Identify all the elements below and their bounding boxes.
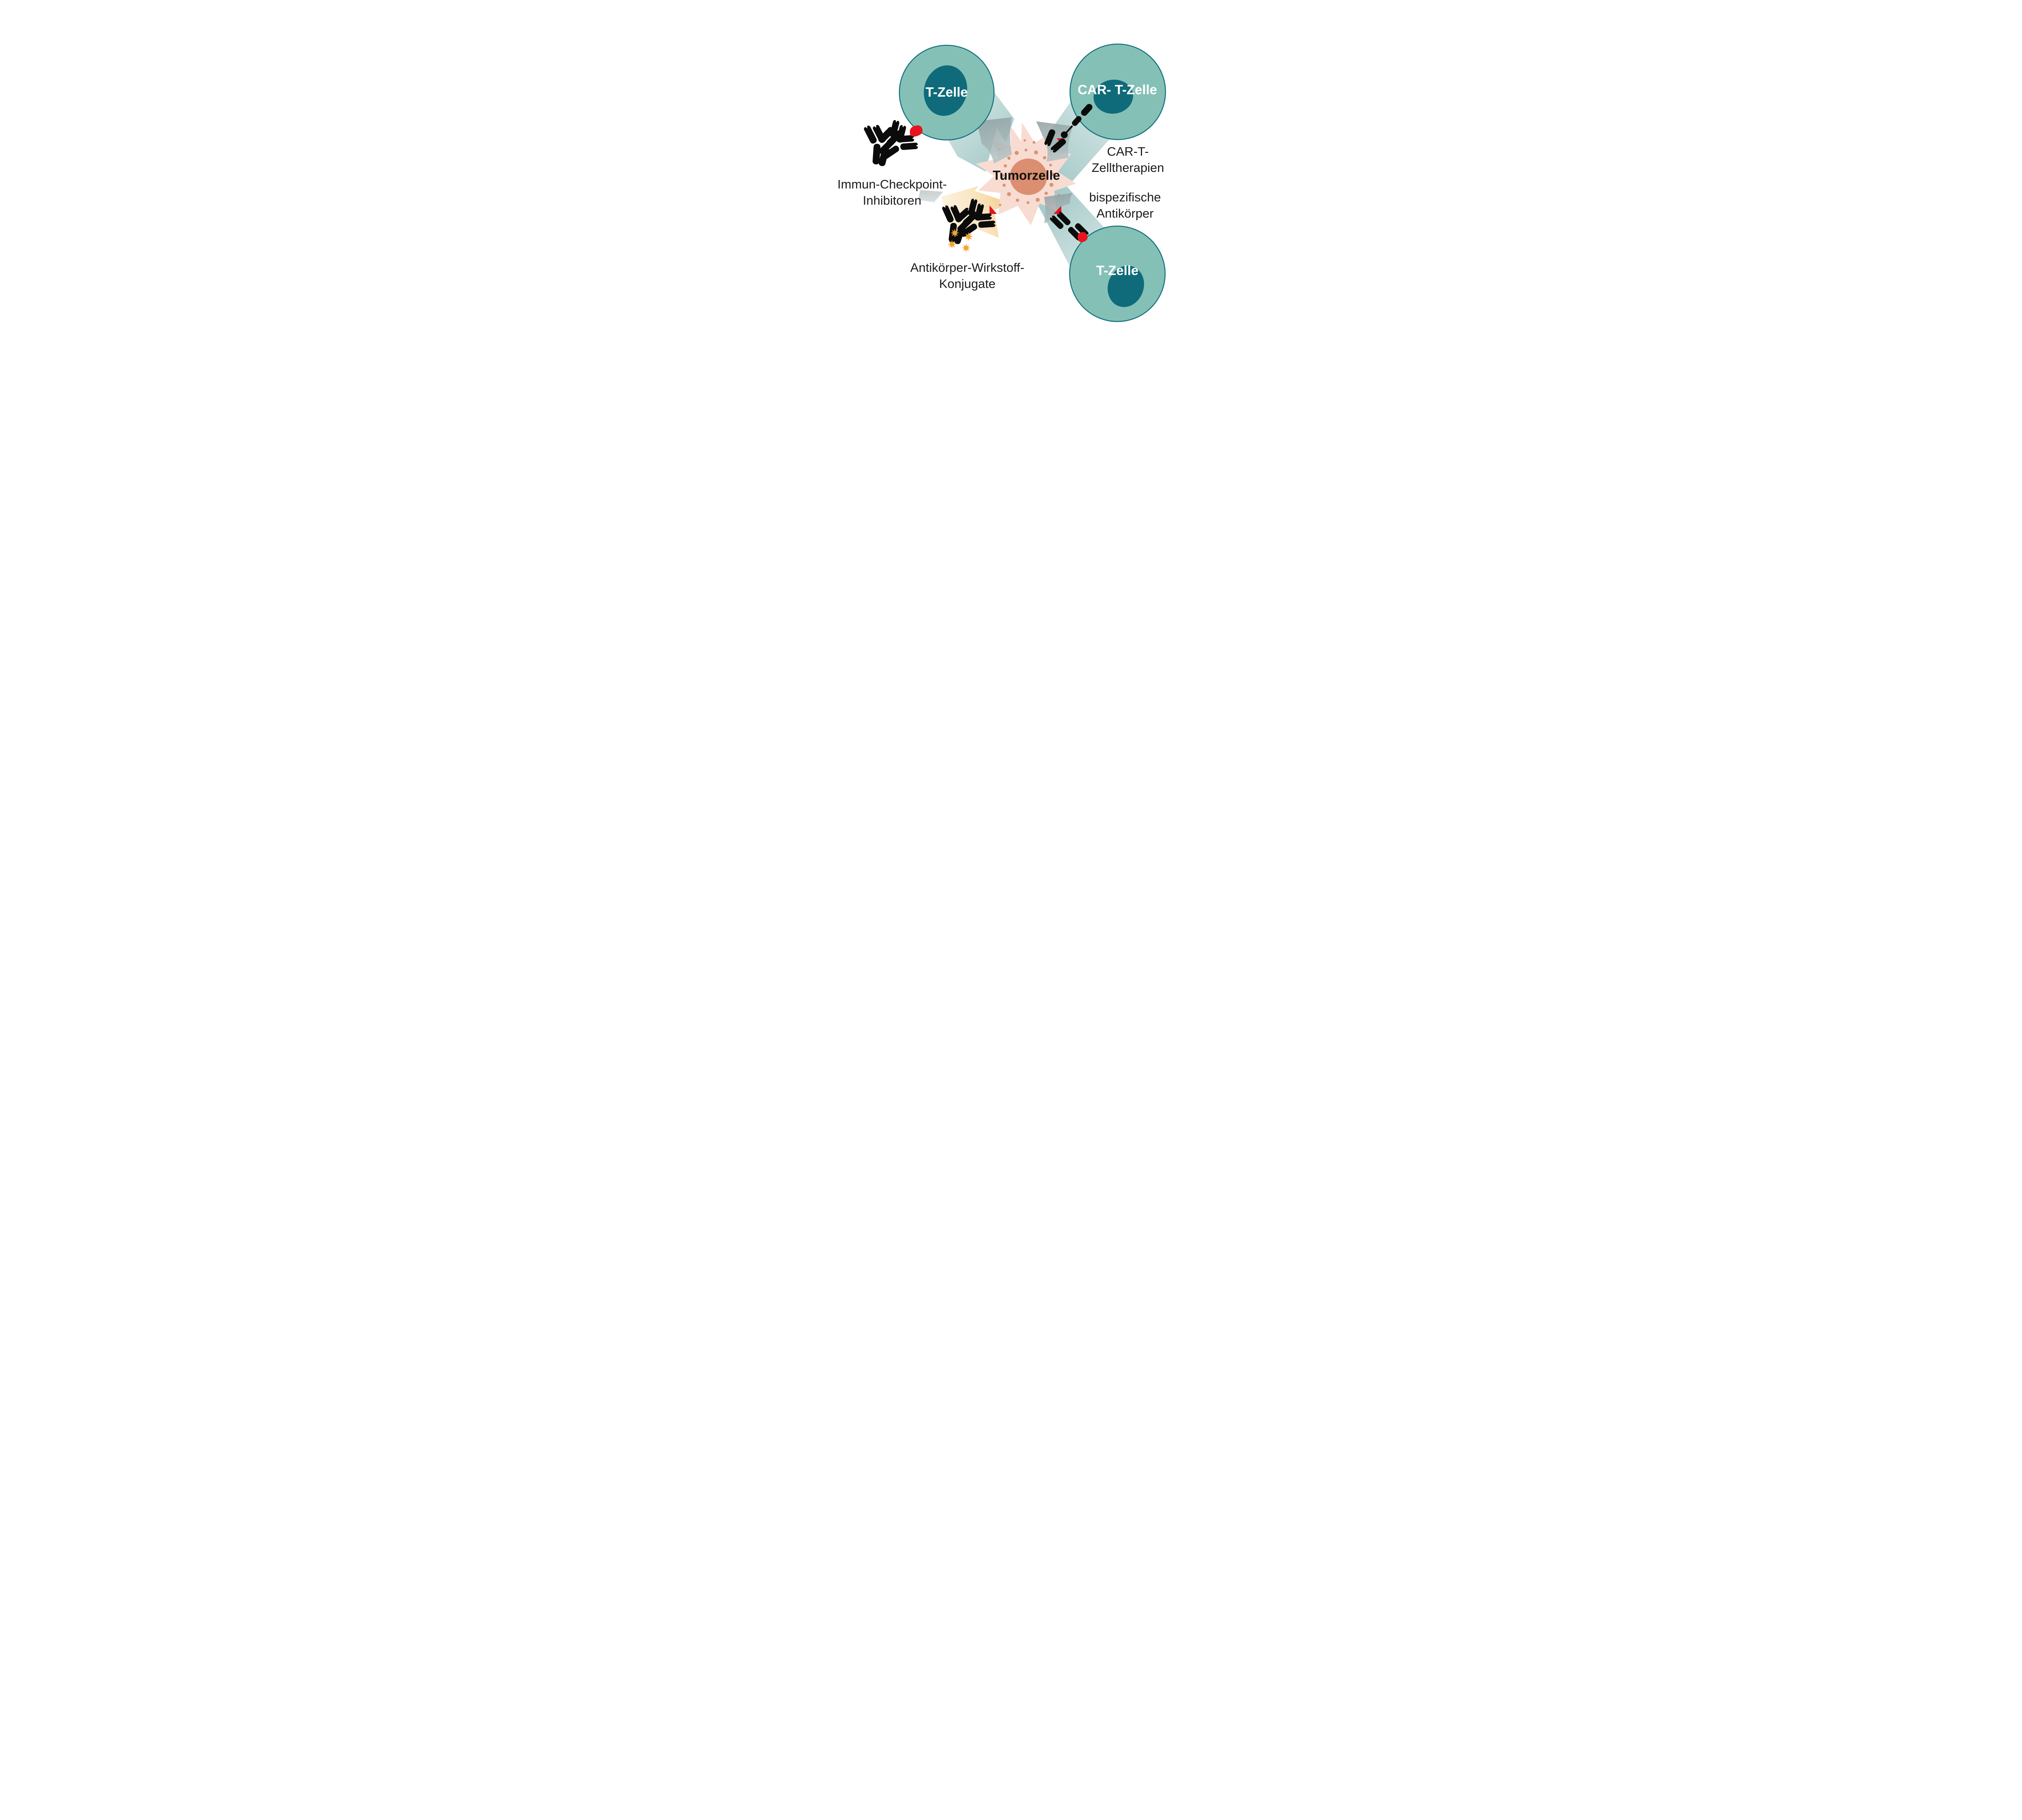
tumor-cell-label: Tumorzelle	[992, 168, 1060, 183]
car-t-therapy-label: CAR-T- Zelltherapien	[1091, 144, 1164, 176]
t-cell-top-left	[899, 44, 995, 141]
drug-star-icon	[962, 243, 971, 252]
diagram-art	[694, 43, 1166, 322]
adc-label: Antikörper-Wirkstoff- Konjugate	[910, 260, 1024, 292]
nucleus	[1107, 265, 1144, 307]
car-t-cell-label-line1: CAR-	[1077, 82, 1111, 97]
car-t-cell-label: CAR- T-Zelle	[1078, 82, 1157, 98]
checkpoint-label-line1: Immun-Checkpoint-	[837, 177, 947, 191]
attack-arrow-icon	[976, 117, 1012, 163]
t-cell-top-left-label: T-Zelle	[925, 85, 968, 99]
attack-arrow-icon	[918, 190, 943, 202]
checkpoint-inhibitor-label: Immun-Checkpoint- Inhibitoren	[838, 176, 947, 209]
checkpoint-label-line2: Inhibitoren	[863, 193, 922, 207]
car-t-therapy-label-line1: CAR-T-	[1107, 144, 1149, 159]
receptor-triangle-icon	[990, 205, 997, 214]
receptor-cone-icon	[909, 125, 923, 137]
bispecific-antibody-label: bispezifische Antikörper	[1089, 189, 1161, 222]
nucleus	[1093, 79, 1133, 114]
diagram-canvas: T-Zelle CAR- T-Zelle T-Zelle Tumorzelle …	[694, 0, 1328, 357]
attack-arrow-icon	[1044, 193, 1072, 223]
car-t-cell-label-line2: T-Zelle	[1115, 82, 1157, 97]
tumor-nucleus	[1010, 159, 1047, 195]
car-t-therapy-label-line2: Zelltherapien	[1091, 161, 1164, 175]
drug-star-icon	[964, 232, 973, 241]
adc-label-line1: Antikörper-Wirkstoff-	[910, 260, 1024, 275]
bispecific-label-line1: bispezifische	[1089, 190, 1161, 204]
drug-star-icon	[948, 240, 956, 249]
adc-label-line2: Konjugate	[939, 277, 996, 291]
receptor-triangle-icon	[1053, 206, 1062, 214]
t-cell-bottom-right	[1069, 225, 1166, 322]
car-receptor-icon	[1044, 104, 1093, 154]
nucleus	[924, 65, 967, 116]
drug-star-icon	[950, 229, 959, 237]
t-cell-bottom-right-label: T-Zelle	[1096, 263, 1139, 278]
bispecific-label-line2: Antikörper	[1096, 206, 1154, 220]
receptor-cone-icon	[1077, 232, 1088, 242]
car-t-cell	[1069, 43, 1166, 140]
